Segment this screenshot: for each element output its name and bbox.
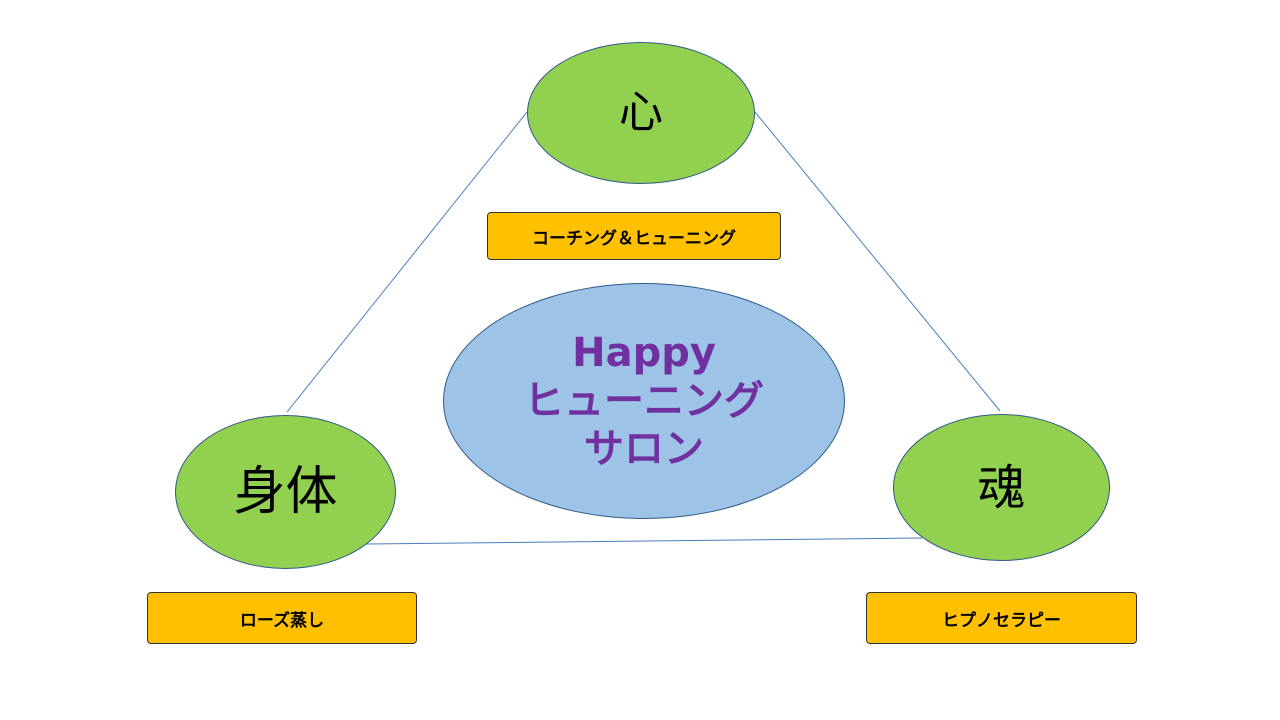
connector-body-soul: [365, 537, 923, 545]
node-soul-label: 魂: [977, 459, 1026, 516]
label-hypnotherapy: ヒプノセラピー: [866, 592, 1137, 644]
label-coaching-huning: コーチング＆ヒューニング: [487, 212, 781, 260]
center-salon-ellipse: Happy ヒューニング サロン: [443, 283, 845, 519]
label-rose-steam: ローズ蒸し: [147, 592, 417, 644]
node-body: 身体: [175, 415, 396, 569]
center-line-3: サロン: [584, 426, 704, 472]
node-soul: 魂: [893, 414, 1110, 561]
connector-heart-body: [286, 111, 528, 413]
connector-heart-soul: [754, 111, 1001, 412]
center-line-2: ヒューニング: [524, 378, 764, 424]
node-heart: 心: [527, 42, 755, 184]
node-body-label: 身体: [233, 462, 338, 522]
center-line-1: Happy: [572, 330, 716, 376]
node-heart-label: 心: [619, 87, 663, 138]
